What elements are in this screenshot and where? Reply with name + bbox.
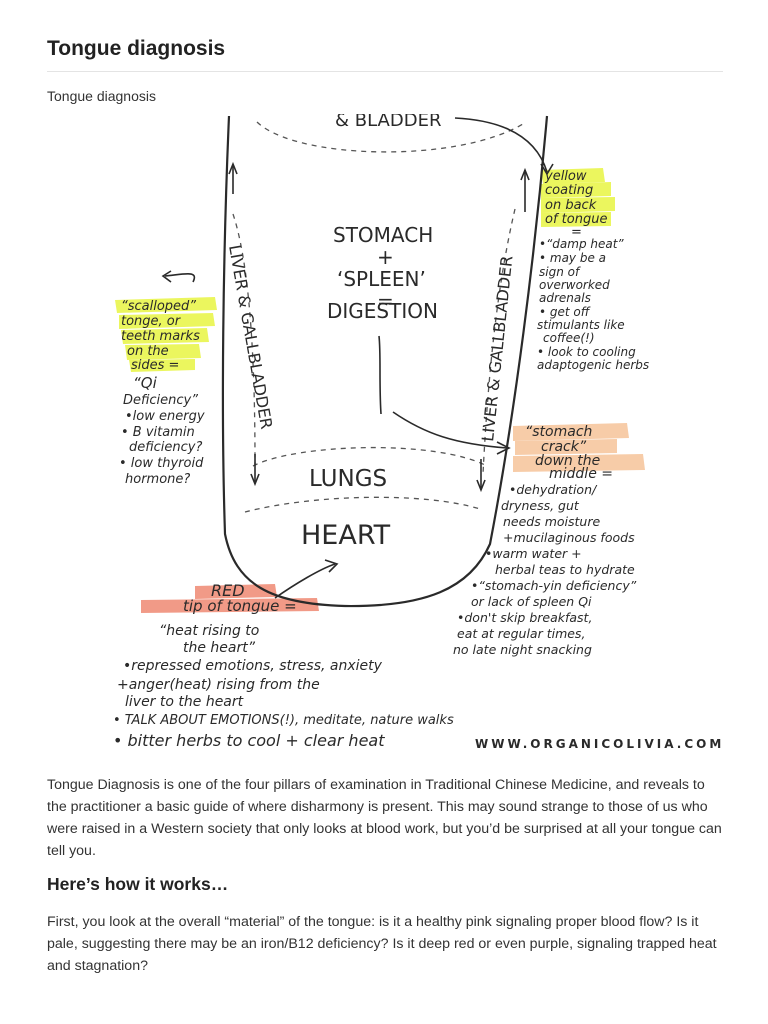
- annotation-arrows: [161, 117, 554, 599]
- note-stomach-crack: “stomach crack” down the middle = •dehyd…: [453, 424, 637, 657]
- redtip-meaning-1: “heat rising to: [159, 623, 259, 639]
- scalloped-bullet-5: hormone?: [125, 472, 190, 487]
- redtip-heading-1: RED: [211, 581, 245, 600]
- zone-label-spleen: ‘SPLEEN’: [337, 267, 426, 291]
- scalloped-heading-2: tonge, or: [121, 314, 182, 329]
- crack-heading-4: middle =: [549, 466, 613, 482]
- scalloped-bullet-3: deficiency?: [129, 440, 202, 455]
- yellow-bullet-8: coffee(!): [543, 331, 595, 345]
- scalloped-heading-5: sides =: [131, 358, 179, 373]
- intro-paragraph: Tongue Diagnosis is one of the four pill…: [47, 777, 722, 859]
- zone-label-digestion: DIGESTION: [327, 299, 438, 323]
- crack-bullet-6: herbal teas to hydrate: [495, 562, 635, 577]
- crack-bullet-1: •dehydration/: [509, 482, 598, 497]
- yellow-heading-1: yellow: [544, 169, 587, 184]
- crack-bullet-7: •“stomach-yin deficiency”: [471, 578, 637, 593]
- redtip-bullet-5: • bitter herbs to cool + clear heat: [113, 731, 385, 750]
- tongue-diagnosis-illustration: & BLADDER STOMACH + ‘SPLEEN’ = DIGESTION…: [95, 114, 725, 764]
- scalloped-heading-4: on the: [127, 344, 169, 359]
- title-divider: [47, 71, 723, 72]
- zone-label-plus: +: [377, 245, 394, 269]
- redtip-heading-2: tip of tongue =: [183, 597, 297, 615]
- zone-label-stomach: STOMACH: [333, 223, 433, 247]
- yellow-heading-3: on back: [545, 198, 597, 213]
- yellow-heading-4: of tongue: [545, 212, 607, 227]
- yellow-bullet-10: adaptogenic herbs: [537, 358, 649, 372]
- note-red-tip: RED tip of tongue = “heat rising to the …: [113, 581, 454, 750]
- crack-bullet-8: or lack of spleen Qi: [471, 594, 592, 609]
- tongue-outline: [221, 115, 549, 608]
- yellow-bullet-2: • may be a: [539, 251, 606, 265]
- yellow-bullet-7: stimulants like: [537, 318, 625, 332]
- tongue-diagram-svg: & BLADDER STOMACH + ‘SPLEEN’ = DIGESTION…: [113, 114, 724, 751]
- body-paragraph: First, you look at the overall “material…: [47, 914, 717, 974]
- yellow-bullet-4: overworked: [539, 278, 610, 292]
- yellow-bullet-1: •“damp heat”: [539, 237, 624, 251]
- crack-bullet-9: •don't skip breakfast,: [457, 610, 592, 625]
- page-title: Tongue diagnosis: [47, 37, 226, 60]
- yellow-eq: =: [571, 225, 582, 240]
- crack-heading-2: crack”: [541, 439, 587, 455]
- yellow-heading-2: coating: [545, 183, 593, 198]
- redtip-bullet-4: • TALK ABOUT EMOTIONS(!), meditate, natu…: [113, 713, 454, 728]
- yellow-bullet-5: adrenals: [539, 291, 591, 305]
- zone-dividers: [232, 121, 524, 513]
- yellow-bullet-6: • get off: [539, 305, 591, 319]
- crack-bullet-10: eat at regular times,: [457, 626, 585, 641]
- zone-label-bladder: & BLADDER: [335, 114, 441, 131]
- scalloped-meaning-1: “Qi: [133, 374, 158, 392]
- section-heading: Here’s how it works…: [47, 874, 229, 894]
- scalloped-bullet-2: • B vitamin: [121, 425, 195, 440]
- note-scalloped: “scalloped” tonge, or teeth marks on the…: [119, 299, 205, 487]
- redtip-bullet-1: •repressed emotions, stress, anxiety: [123, 658, 383, 674]
- scalloped-bullet-4: • low thyroid: [119, 456, 204, 471]
- crack-bullet-2: dryness, gut: [501, 498, 580, 513]
- scalloped-heading-3: teeth marks: [121, 329, 200, 344]
- redtip-bullet-2: +anger(heat) rising from the: [117, 677, 320, 693]
- zone-label-liver-left: LIVER & GALLBLADDER: [225, 243, 276, 430]
- crack-bullet-11: no late night snacking: [453, 642, 592, 657]
- scalloped-bullet-1: •low energy: [125, 409, 205, 424]
- watermark-url: WWW.ORGANICOLIVIA.COM: [475, 737, 724, 751]
- scalloped-heading-1: “scalloped”: [121, 299, 196, 314]
- zone-label-equals: =: [377, 289, 394, 313]
- zone-label-lungs: LUNGS: [309, 466, 387, 492]
- crack-bullet-5: •warm water +: [485, 546, 582, 561]
- highlight-marks: [115, 168, 645, 613]
- zone-label-heart: HEART: [301, 520, 391, 551]
- yellow-bullet-9: • look to cooling: [537, 345, 636, 359]
- crack-heading-1: “stomach: [525, 424, 592, 440]
- zone-label-liver-right: LIVER & GALLBLADDER: [478, 255, 516, 443]
- scalloped-meaning-2: Deficiency”: [123, 393, 198, 408]
- yellow-bullet-3: sign of: [539, 265, 581, 279]
- crack-bullet-4: +mucilaginous foods: [503, 530, 635, 545]
- crack-heading-3: down the: [535, 453, 600, 469]
- note-yellow-coating: yellow coating on back of tongue = •“dam…: [537, 169, 649, 372]
- image-caption: Tongue diagnosis: [47, 88, 156, 104]
- redtip-meaning-2: the heart”: [183, 640, 256, 656]
- redtip-bullet-3: liver to the heart: [125, 694, 244, 710]
- crack-bullet-3: needs moisture: [503, 514, 600, 529]
